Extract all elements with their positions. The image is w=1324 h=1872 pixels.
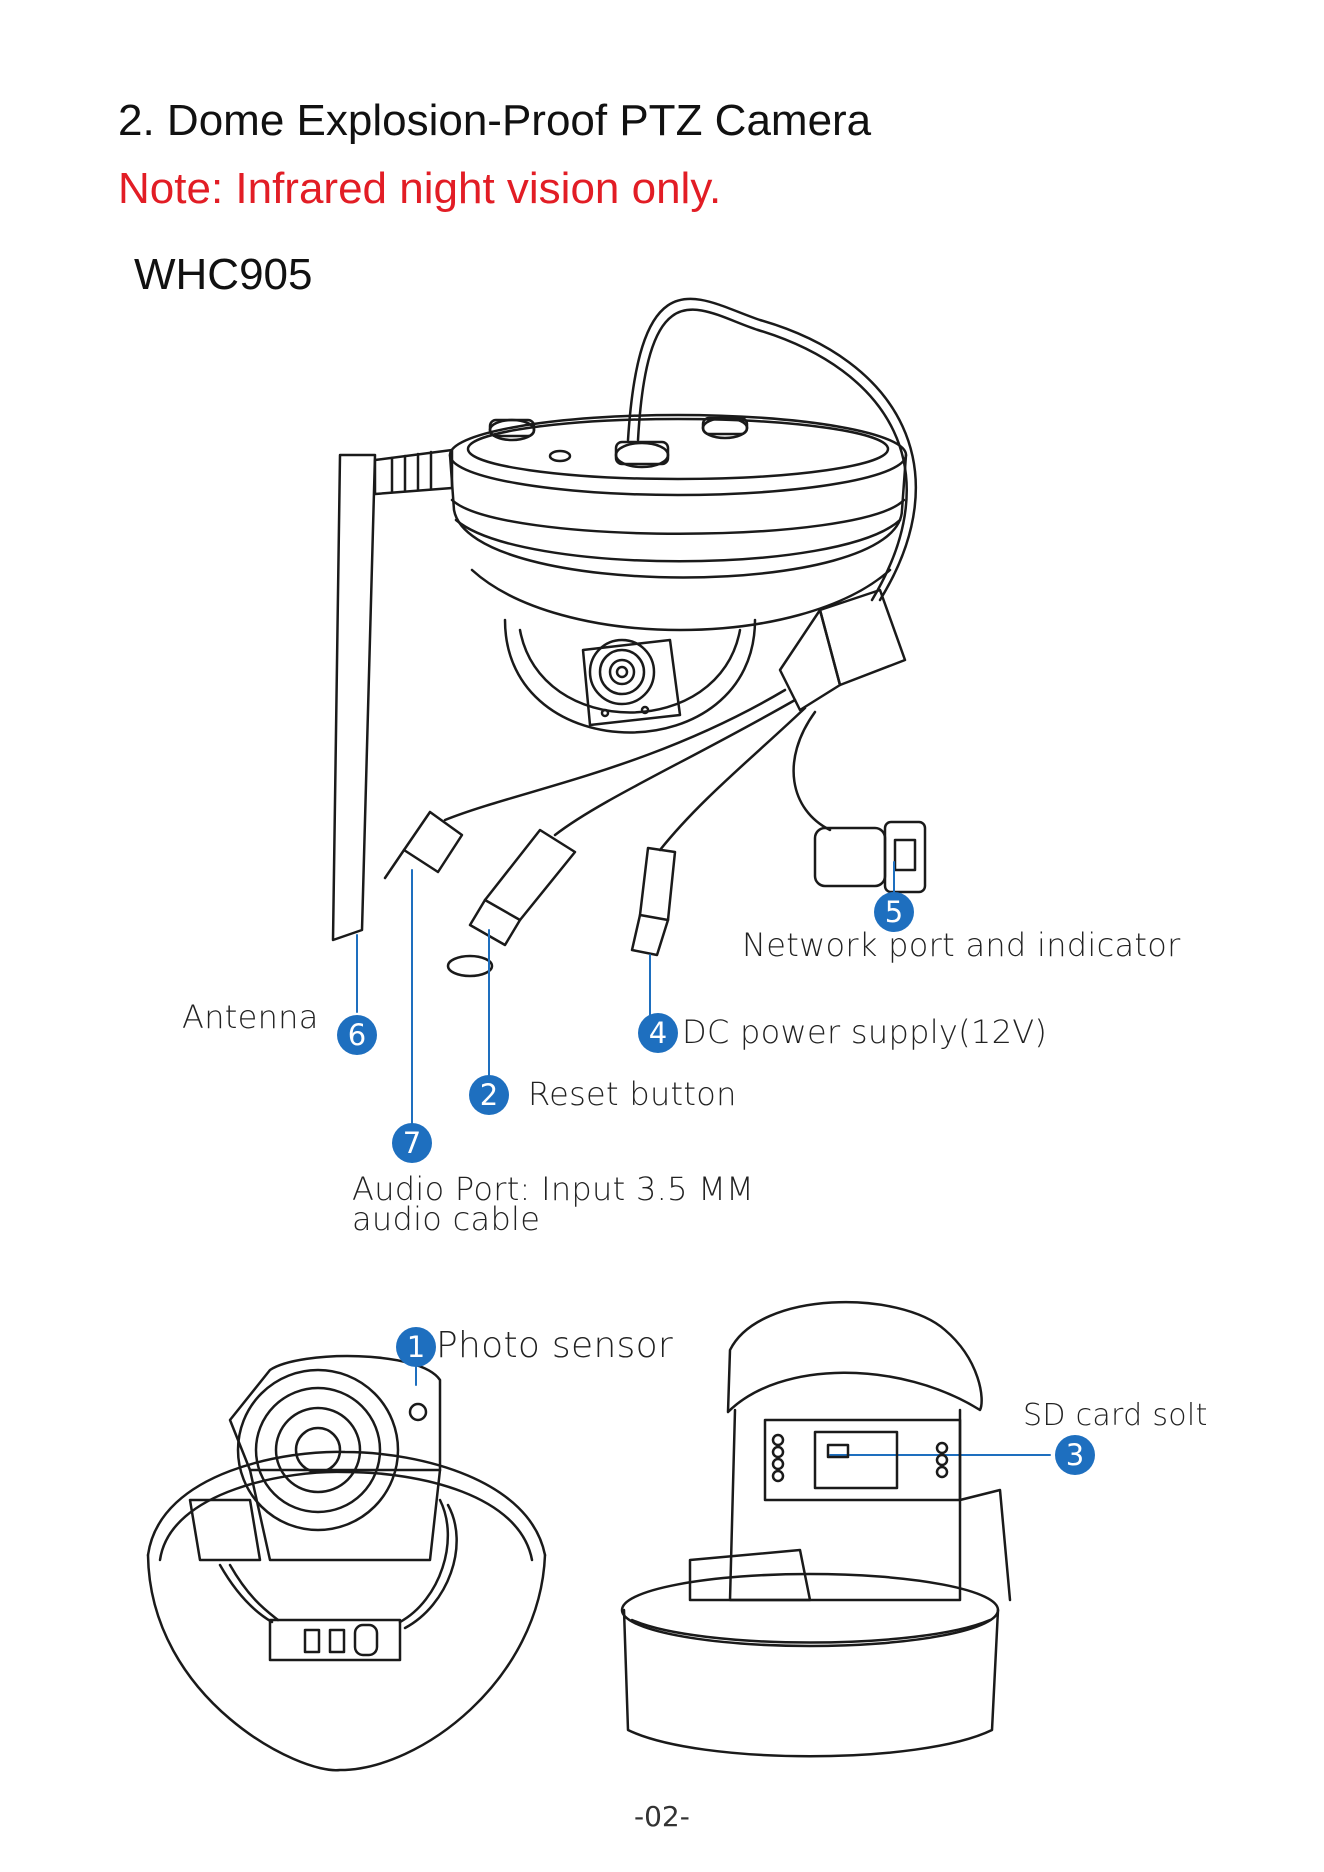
callout-badge-2: 2 (469, 1075, 509, 1115)
callout-badge-4: 4 (638, 1013, 678, 1053)
note-text: Note: Infrared night vision only. (118, 164, 721, 214)
callout-badge-6: 6 (337, 1015, 377, 1055)
sd-card-internal-drawing (622, 1302, 1010, 1756)
page-title: 2. Dome Explosion-Proof PTZ Camera (118, 96, 871, 146)
label-photo-sensor: Photo sensor (436, 1325, 673, 1366)
label-dc-power: DC power supply(12V) (682, 1013, 1047, 1051)
callout-badge-3: 3 (1055, 1435, 1095, 1475)
ptz-dome-camera-drawing (333, 299, 925, 976)
page-number: -02- (634, 1800, 690, 1833)
label-reset-button: Reset button (528, 1075, 737, 1113)
label-antenna: Antenna (182, 998, 319, 1036)
label-sd-card-slot: SD card solt (1023, 1398, 1208, 1433)
photo-sensor-internal-drawing (148, 1356, 545, 1770)
callout-badge-7: 7 (392, 1123, 432, 1163)
label-audio-port-line2: audio cable (352, 1204, 754, 1234)
label-audio-port: Audio Port: Input 3.5 MM audio cable (352, 1174, 754, 1234)
model-number: WHC905 (134, 250, 313, 300)
label-network-port: Network port and indicator (742, 926, 1181, 964)
callout-badge-1: 1 (396, 1327, 436, 1367)
